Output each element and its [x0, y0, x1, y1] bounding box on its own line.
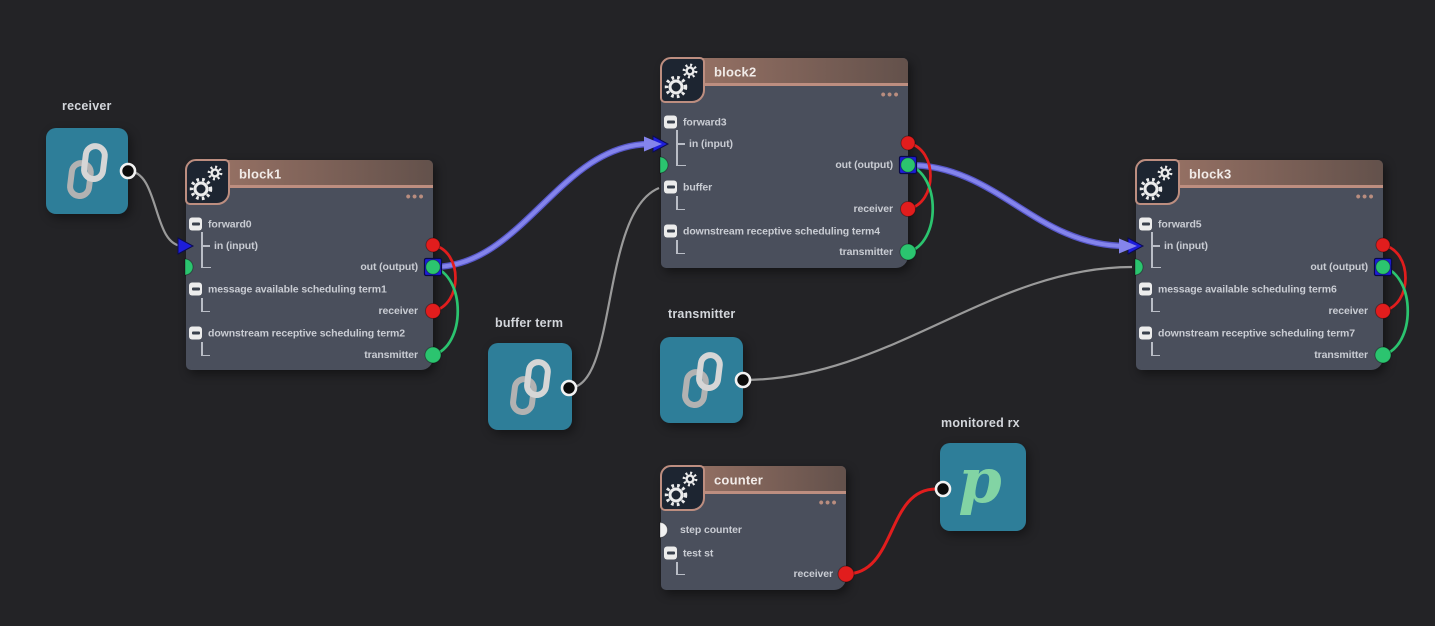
arc-block3-red[interactable] [1382, 243, 1407, 313]
collapse-icon[interactable] [189, 326, 202, 340]
tree-line [201, 245, 210, 247]
p-glyph-icon: p [958, 444, 1002, 517]
tree-line [676, 573, 685, 575]
tile-label-transmitter: transmitter [668, 307, 736, 321]
section-label: forward0 [208, 218, 252, 230]
tile-receiver[interactable] [46, 128, 128, 214]
port-label-transmitter: transmitter [364, 349, 418, 361]
node-block2[interactable]: block2 ••• forward3 in (input) out (outp… [660, 57, 908, 268]
tile-label-receiver: receiver [62, 99, 112, 113]
tree-line [1151, 266, 1161, 268]
chain-link-icon [510, 358, 551, 415]
wire-block2-out-to-block3-in[interactable] [904, 161, 1130, 250]
section-label: step counter [680, 524, 742, 536]
collapse-icon[interactable] [189, 217, 202, 231]
tree-line [201, 354, 210, 356]
collapse-icon[interactable] [664, 180, 677, 194]
port-label-in: in (input) [1164, 240, 1208, 252]
tree-line [201, 266, 211, 268]
node-counter[interactable]: counter ••• step counter test st receive… [660, 465, 846, 590]
tree-line [201, 232, 203, 268]
section-label: message available scheduling term1 [208, 283, 387, 295]
port-label-in: in (input) [689, 138, 733, 150]
tree-line [1151, 298, 1153, 311]
tree-line [676, 240, 678, 253]
wire-block2-out-to-block3-in[interactable] [906, 163, 1128, 248]
wire-arrowhead [1119, 238, 1137, 254]
node-title: block1 [239, 166, 282, 182]
gears-icon [660, 57, 705, 103]
tree-line [1151, 232, 1153, 268]
chain-link-icon [67, 143, 108, 200]
port-label-transmitter: transmitter [839, 246, 893, 258]
tree-line [1151, 245, 1160, 247]
port-label-out: out (output) [835, 159, 893, 171]
tree-line [1151, 342, 1153, 355]
section-label: downstream receptive scheduling term7 [1158, 327, 1356, 339]
port-label-receiver: receiver [1328, 305, 1369, 317]
tile-transmitter[interactable] [660, 337, 743, 423]
wire-counter-receiver-to-monitored-rx[interactable] [845, 487, 937, 576]
collapse-icon[interactable] [664, 546, 677, 560]
collapse-icon[interactable] [1139, 282, 1152, 296]
tile-label-monitored-rx: monitored rx [941, 416, 1020, 430]
wire-block1-out-to-block2-in[interactable] [429, 140, 654, 271]
port-label-in: in (input) [214, 240, 258, 252]
node-title: block3 [1189, 166, 1232, 182]
port-label-receiver: receiver [378, 305, 419, 317]
gears-icon [1135, 159, 1180, 205]
tile-buffer-term[interactable] [488, 343, 572, 430]
port-label-out: out (output) [1310, 261, 1368, 273]
tree-line [676, 252, 685, 254]
collapse-icon[interactable] [664, 115, 677, 129]
arc-block1-green[interactable] [432, 265, 460, 357]
tree-line [676, 196, 678, 209]
port-label-receiver: receiver [793, 568, 834, 580]
gears-icon [660, 465, 705, 511]
wire-buffer-term-to-block2-buffer[interactable] [568, 186, 660, 390]
tree-line [676, 208, 685, 210]
arc-block2-red[interactable] [907, 141, 932, 211]
wire-block1-out-to-block2-in[interactable] [431, 142, 652, 269]
collapse-icon[interactable] [1139, 217, 1152, 231]
node-block1[interactable]: block1 ••• forward0 in (input) out (outp… [185, 159, 433, 370]
tree-line [676, 130, 678, 166]
wire-transmitter-to-block3-message-port[interactable] [742, 265, 1133, 382]
arc-block3-green[interactable] [1382, 265, 1410, 357]
section-label: downstream receptive scheduling term4 [683, 225, 881, 237]
tree-line [201, 310, 210, 312]
tree-line [676, 562, 678, 574]
chain-link-icon [681, 352, 723, 409]
gears-icon [185, 159, 230, 205]
section-label: message available scheduling term6 [1158, 283, 1337, 295]
wire-arrowhead [644, 136, 662, 152]
section-label: buffer [683, 181, 713, 193]
tree-line [676, 164, 686, 166]
arc-block2-green[interactable] [907, 163, 935, 254]
node-title: block2 [714, 64, 757, 80]
node-block3[interactable]: block3 ••• forward5 in (input) out (outp… [1135, 159, 1383, 370]
port-label-out: out (output) [360, 261, 418, 273]
tree-line [201, 298, 203, 311]
section-label: forward5 [1158, 218, 1202, 230]
section-label: test st [683, 547, 714, 559]
arc-block1-red[interactable] [432, 243, 457, 313]
tree-line [676, 143, 685, 145]
tile-label-buffer-term: buffer term [495, 316, 564, 330]
port-label-transmitter: transmitter [1314, 349, 1368, 361]
section-label: downstream receptive scheduling term2 [208, 327, 406, 339]
section-label: forward3 [683, 116, 727, 128]
collapse-icon[interactable] [1139, 326, 1152, 340]
tree-line [201, 342, 203, 355]
tree-line [1151, 354, 1160, 356]
tile-monitored-rx[interactable]: p [940, 443, 1026, 531]
tree-line [1151, 310, 1160, 312]
collapse-icon[interactable] [664, 224, 677, 238]
wire-receiver-to-block1-in[interactable] [127, 169, 184, 248]
node-title: counter [714, 472, 764, 488]
port-label-receiver: receiver [853, 203, 894, 215]
collapse-icon[interactable] [189, 282, 202, 296]
